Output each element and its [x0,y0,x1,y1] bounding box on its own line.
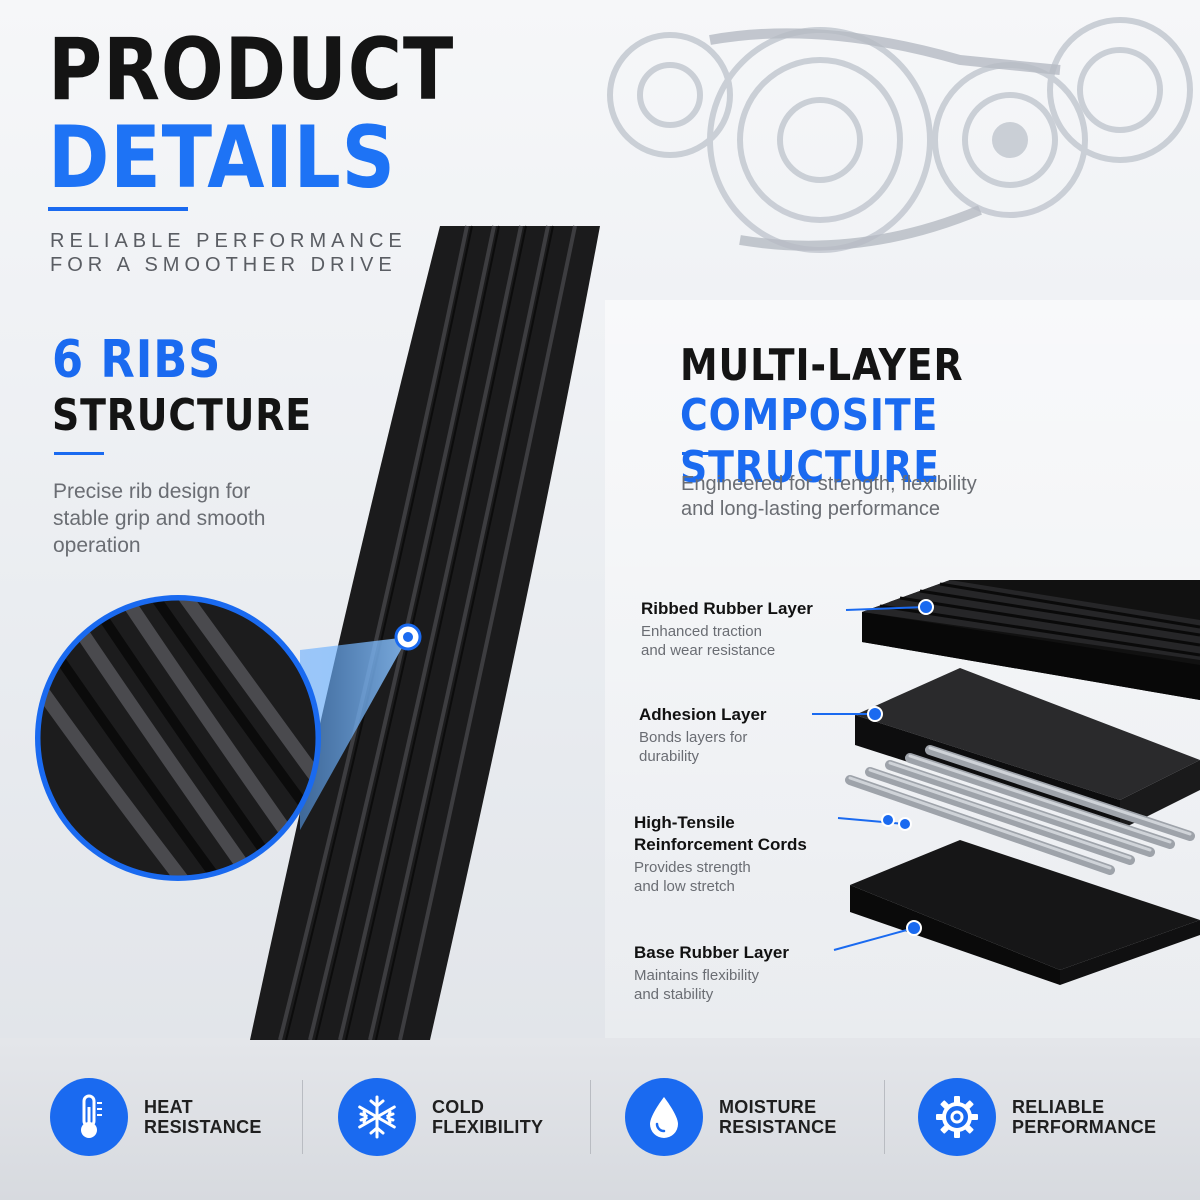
ribs-heading-blue: 6 RIBS [52,330,222,390]
ribs-description: Precise rib design for stable grip and s… [53,480,266,557]
multilayer-heading-blue: COMPOSITE STRUCTURE [680,390,940,493]
features-bar [0,1038,1200,1200]
page-title-line1: PRODUCT [48,20,455,120]
multilayer-heading-dark: MULTI-LAYER [680,340,964,391]
layer-name: Base Rubber Layer [634,943,789,962]
feature-heat-resistance: HEAT RESISTANCE [50,1078,262,1156]
tagline-line2: FOR A SMOOTHER DRIVE [50,254,397,276]
layer-desc-line1: Maintains flexibility [634,967,760,984]
feature-line2: PERFORMANCE [1012,1117,1157,1137]
feature-moisture-resistance: MOISTURE RESISTANCE [625,1078,837,1156]
layer-name-line1: High-Tensile [634,813,735,832]
gear-icon [918,1078,996,1156]
feature-line2: RESISTANCE [719,1117,837,1137]
layer-desc-line1: Provides strength [634,859,751,876]
layer-desc-line2: and stability [634,986,714,1003]
tagline-line1: RELIABLE PERFORMANCE [50,230,407,252]
feature-reliable-performance: RELIABLE PERFORMANCE [918,1078,1156,1156]
feature-line2: FLEXIBILITY [432,1117,544,1137]
layer-name-line2: Reinforcement Cords [634,835,807,854]
feature-cold-flexibility: COLD FLEXIBILITY [338,1078,543,1156]
engine-pulley-illustration [607,17,1193,253]
layer-label-ribbed-rubber: Ribbed Rubber Layer Enhanced traction an… [641,598,813,660]
layer-name: Ribbed Rubber Layer [641,599,813,618]
layer-label-base-rubber: Base Rubber Layer Maintains flexibility … [634,942,789,1004]
thermometer-icon [50,1078,128,1156]
feature-line2: RESISTANCE [144,1117,262,1137]
layer-desc-line1: Bonds layers for [639,729,748,746]
layer-desc-line2: and low stretch [634,878,735,895]
layer-name: Adhesion Layer [639,705,767,724]
feature-divider [302,1080,303,1154]
belt-illustration [35,225,1200,1040]
feature-line1: MOISTURE [719,1097,817,1117]
feature-line1: HEAT [144,1097,193,1117]
feature-line1: RELIABLE [1012,1097,1105,1117]
ribs-underline [54,452,104,455]
layer-label-adhesion: Adhesion Layer Bonds layers for durabili… [639,704,767,766]
layer-desc-line1: Enhanced traction [641,623,762,640]
title-underline [48,207,188,211]
multilayer-underline [682,452,732,455]
ribs-heading-dark: STRUCTURE [52,390,312,441]
feature-divider [884,1080,885,1154]
layer-label-reinforcement-cords: High-Tensile Reinforcement Cords Provide… [634,812,807,896]
water-drop-icon [625,1078,703,1156]
layer-desc-line2: durability [639,748,700,765]
layer-desc-line2: and wear resistance [641,642,776,659]
multilayer-description: Engineered for strength, flexibility and… [681,473,977,520]
feature-line1: COLD [432,1097,485,1117]
snowflake-icon [338,1078,416,1156]
page-title-line2: DETAILS [48,108,396,208]
feature-divider [590,1080,591,1154]
